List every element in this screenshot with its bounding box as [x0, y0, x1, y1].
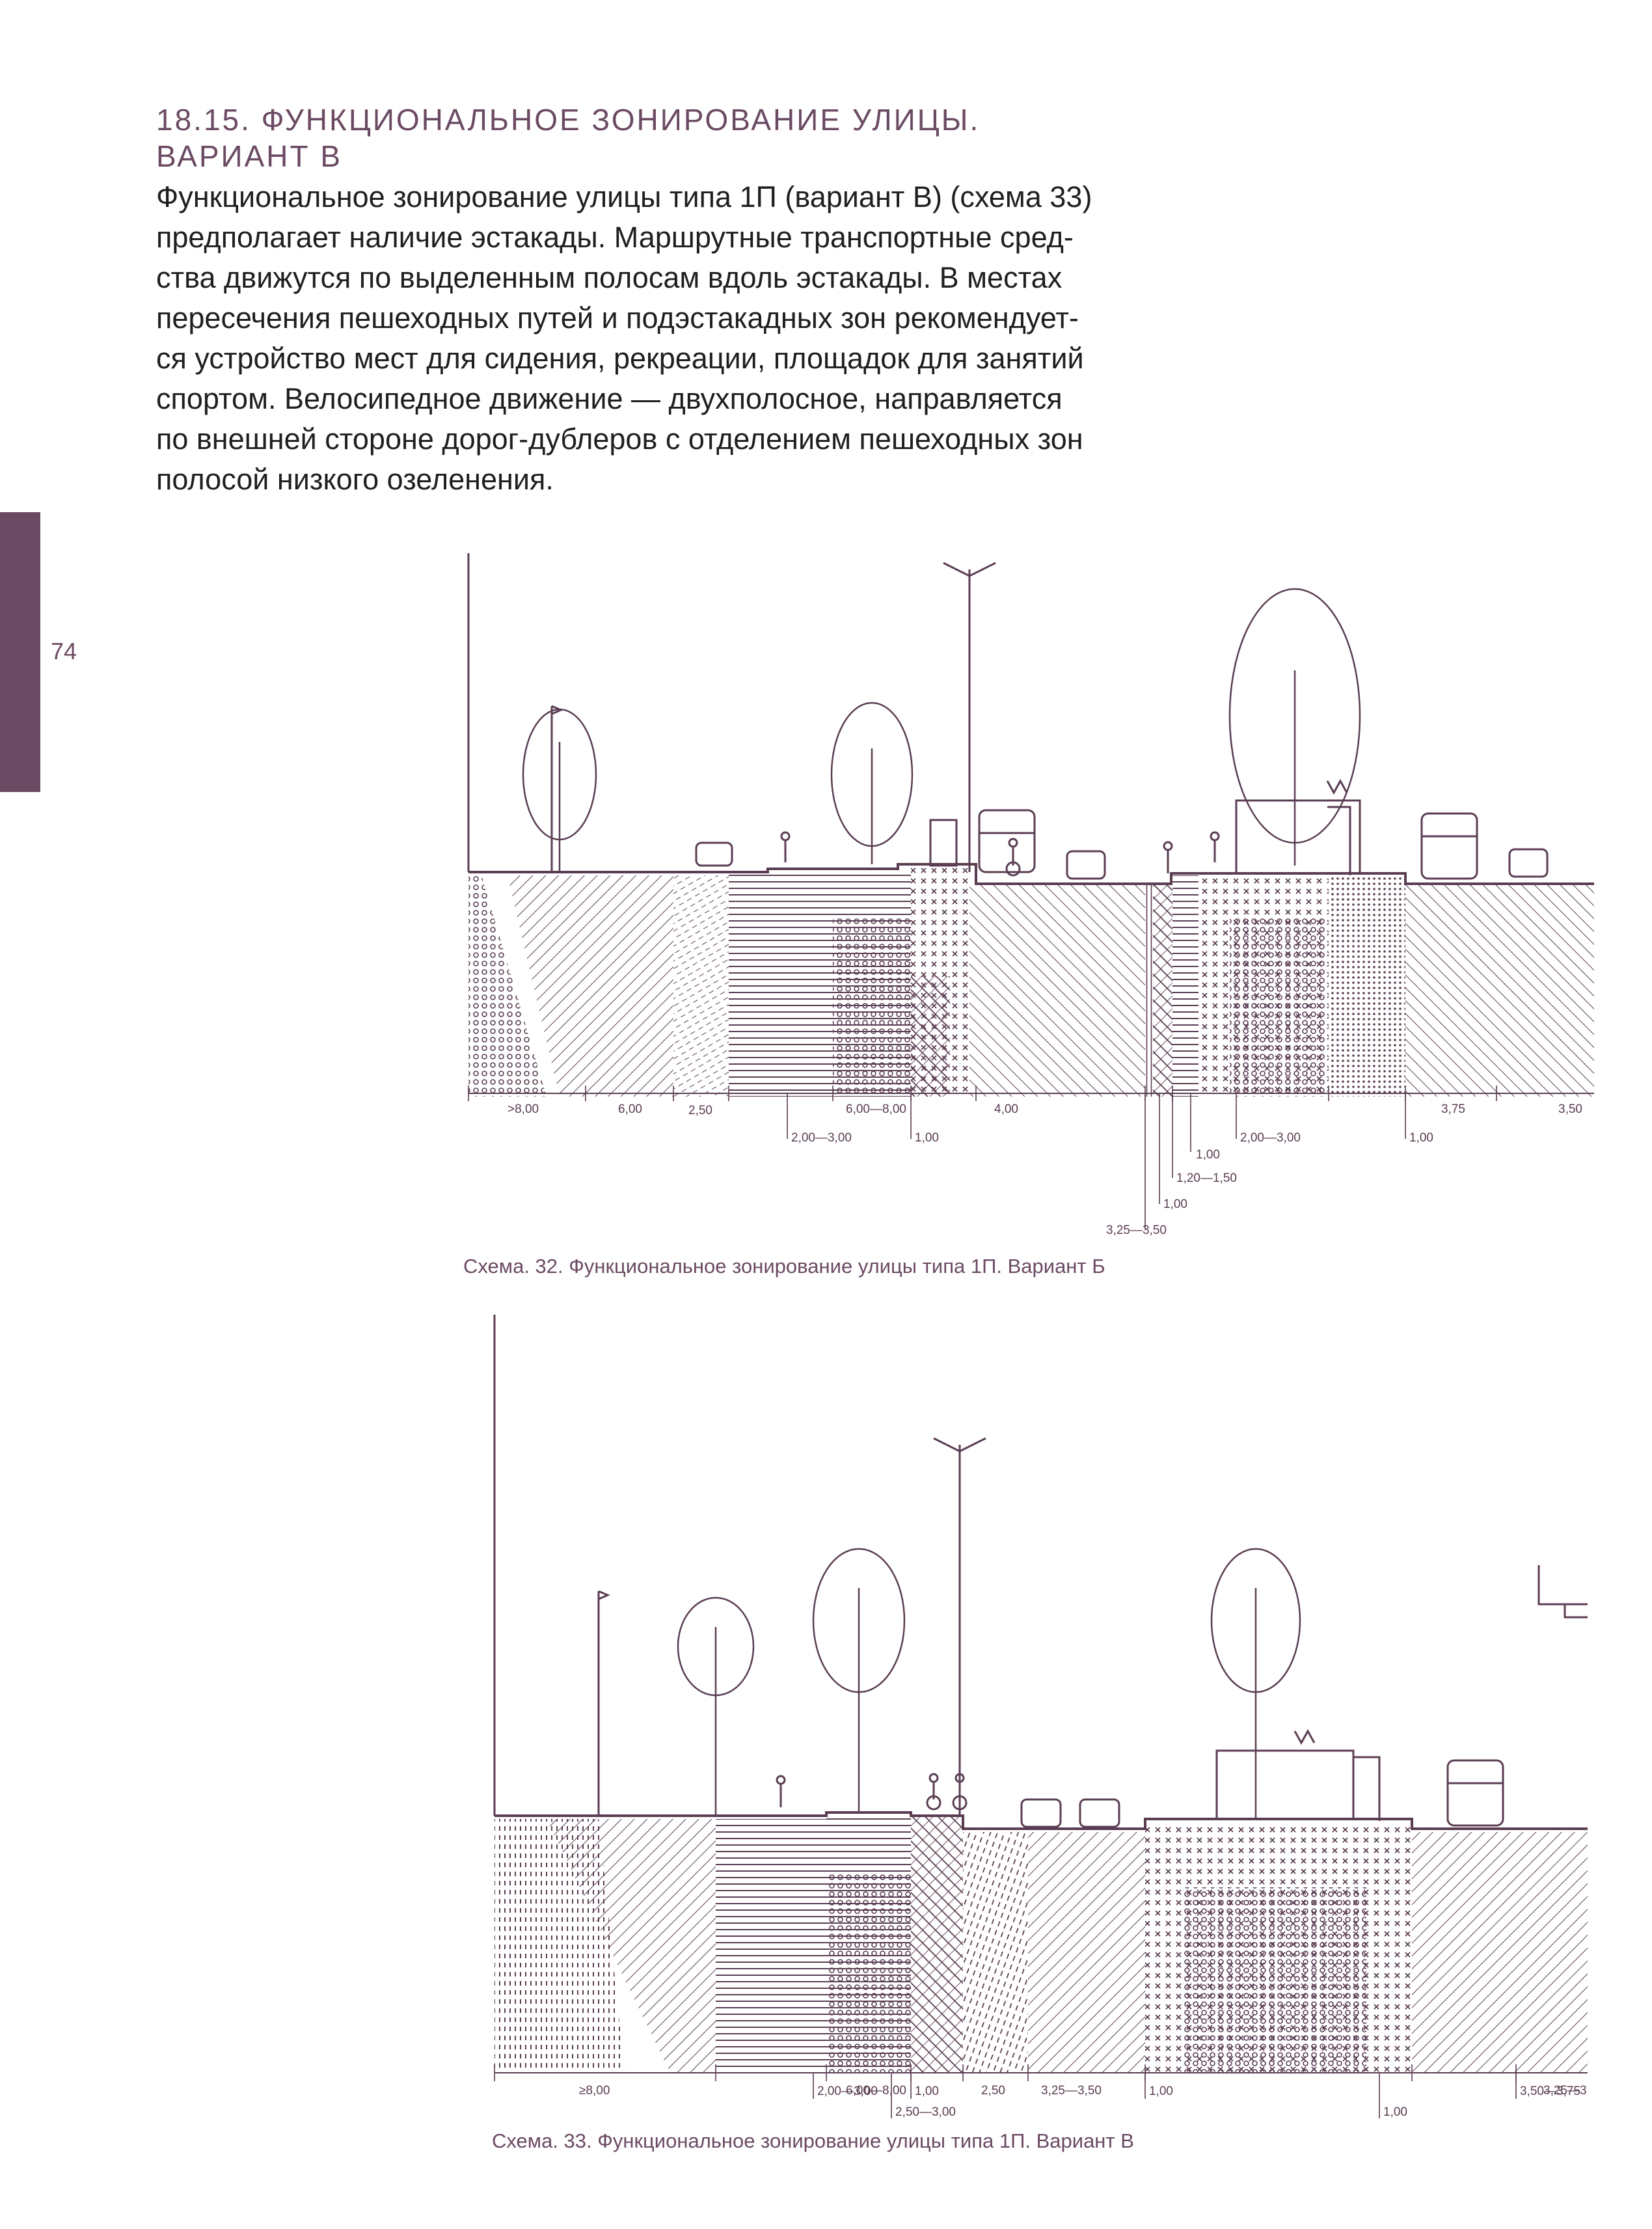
dim-label: 4,00 — [994, 1102, 1018, 1116]
zone-bike-3 — [1172, 875, 1198, 1097]
dim-label: ≥8,00 — [579, 2084, 610, 2098]
bus-stop-icon — [929, 819, 958, 867]
dim-label: >8,00 — [508, 1102, 539, 1116]
tree-icon — [677, 1596, 755, 1816]
page-number: 74 — [51, 638, 77, 664]
dim-label: 1,00 — [1196, 1148, 1220, 1162]
zone-underpass-circles — [1230, 918, 1327, 1097]
zone-road-right — [1405, 885, 1594, 1097]
zone-road — [969, 885, 1145, 1097]
streetlight-icon — [933, 1437, 986, 1816]
dim-label: 2,50 — [688, 1104, 712, 1117]
tree-icon — [1228, 588, 1361, 866]
zone-pedestrian — [586, 875, 673, 1097]
paragraph-line: пересечения пешеходных путей и подэстака… — [156, 301, 1079, 335]
tree-icon — [830, 702, 914, 864]
bus-icon — [1446, 1759, 1504, 1827]
dim-label: 3,50 — [1558, 1102, 1582, 1116]
dim-label: 1,00 — [915, 2085, 939, 2098]
tree-icon — [522, 708, 597, 872]
body-paragraph: Функциональное зонирование улицы типа 1П… — [156, 177, 1158, 500]
zone-green — [673, 875, 729, 1097]
pedestrian-icon — [776, 1775, 786, 1807]
zone-sidewalk — [508, 875, 586, 1097]
dimension-leaders — [787, 1093, 1406, 1230]
dim-label: 3,25—3,50 — [1106, 1224, 1167, 1237]
zone-circles — [826, 1874, 911, 2073]
dim-label: 6,00—8,00 — [846, 1102, 906, 1116]
paragraph-line: ства движутся по выделенным полосам вдол… — [156, 261, 1063, 294]
zone-road — [1028, 1832, 1145, 2073]
zone-median — [1153, 885, 1172, 1097]
dim-label: 2,00—3,00 — [817, 2085, 878, 2098]
chapter-tab — [0, 512, 40, 792]
dim-label: 2,00—3,00 — [791, 1131, 852, 1145]
ground-profile — [468, 863, 1594, 885]
scheme-33-leaders: 2,00—3,00 1,00 2,50—3,00 1,00 1,00 3,50—… — [455, 2073, 1594, 2125]
car-icon — [1020, 1798, 1062, 1828]
dim-label: 1,00 — [1163, 1197, 1187, 1211]
traffic-light-icon — [550, 705, 563, 872]
dim-label: 2,00—3,00 — [1240, 1131, 1301, 1145]
scheme-32-figure: >8,00 6,00 2,50 6,00—8,00 4,00 3,75 3,50… — [429, 553, 1601, 1269]
heading-line-2: ВАРИАНТ В — [156, 139, 343, 173]
bus-icon — [1420, 812, 1478, 880]
car-icon — [1066, 850, 1106, 880]
dim-label: 1,00 — [1149, 2085, 1173, 2098]
car-icon — [695, 841, 733, 867]
paragraph-line: Функциональное зонирование улицы типа 1П… — [156, 180, 1092, 213]
dim-label: 1,00 — [915, 1131, 939, 1145]
zone-lane — [963, 1832, 1028, 2073]
zone-platform — [1329, 875, 1405, 1097]
dim-label: 3,50—3,75 — [1520, 2085, 1580, 2098]
zone-sidewalk — [547, 1819, 716, 2073]
pedestrian-icon — [780, 831, 791, 862]
dim-label: 2,50 — [981, 2084, 1005, 2098]
zone-cross — [911, 1817, 963, 2073]
paragraph-line: ся устройство мест для сидения, рекреаци… — [156, 342, 1084, 375]
dimension-leaders — [813, 2073, 1517, 2118]
dim-label: 1,00 — [1409, 1131, 1433, 1145]
pedestrian-icon — [1163, 841, 1173, 873]
zone-cross — [911, 976, 950, 1097]
scheme-33-caption: Схема. 33. Функциональное зонирование ул… — [492, 2129, 1134, 2152]
paragraph-line: предполагает наличие эстакады. Маршрутны… — [156, 221, 1074, 254]
dim-label: 1,20—1,50 — [1176, 1171, 1237, 1185]
cyclist-icon — [1005, 838, 1021, 877]
staircase-icon — [1537, 1565, 1588, 1619]
tree-icon — [1210, 1548, 1301, 1819]
cyclist-icon — [926, 1773, 941, 1811]
zone-green — [716, 1819, 826, 2073]
zone-divider — [1145, 885, 1153, 1097]
dim-label: 3,25—3,50 — [1041, 2084, 1102, 2098]
metro-pavilion-icon — [1215, 1729, 1355, 1820]
dim-label: 3,75 — [1441, 1102, 1465, 1116]
shelter-icon — [1353, 1756, 1381, 1821]
scheme-33-figure: ≥8,00 6,00—8,00 2,50 3,25—3,50 3,25—3 — [455, 1315, 1594, 2109]
paragraph-line: спортом. Велосипедное движение — двухпол… — [156, 382, 1063, 415]
section-heading: 18.15. ФУНКЦИОНАЛЬНОЕ ЗОНИРОВАНИЕ УЛИЦЫ.… — [156, 102, 1262, 174]
car-icon — [1079, 1798, 1120, 1828]
car-icon — [1508, 848, 1549, 878]
streetlight-icon — [943, 562, 996, 872]
tree-icon — [812, 1548, 906, 1812]
heading-line-1: 18.15. ФУНКЦИОНАЛЬНОЕ ЗОНИРОВАНИЕ УЛИЦЫ. — [156, 103, 981, 137]
pedestrian-icon — [1210, 831, 1220, 862]
dim-label: 2,50—3,00 — [895, 2105, 956, 2119]
dim-label: 1,00 — [1383, 2105, 1407, 2119]
paragraph-line: полосой низкого озеленения. — [156, 463, 554, 496]
cyclist-icon — [952, 1773, 968, 1811]
zone-road-right — [1412, 1832, 1588, 2073]
bus-icon — [978, 809, 1036, 873]
zone-underpass-circles — [1184, 1887, 1366, 2073]
dim-label: 6,00 — [618, 1102, 642, 1116]
scheme-32-caption: Схема. 32. Функциональное зонирование ул… — [463, 1255, 1105, 1278]
traffic-light-icon — [597, 1590, 610, 1816]
zone-circles — [833, 918, 911, 1097]
metro-pavilion-icon — [1235, 778, 1361, 875]
shelter-icon — [1327, 806, 1351, 875]
zone-bike — [729, 872, 833, 1097]
dim-label: 3,25—3 — [1543, 2084, 1587, 2098]
paragraph-line: по внешней стороне дорог-дублеров с отде… — [156, 422, 1083, 456]
